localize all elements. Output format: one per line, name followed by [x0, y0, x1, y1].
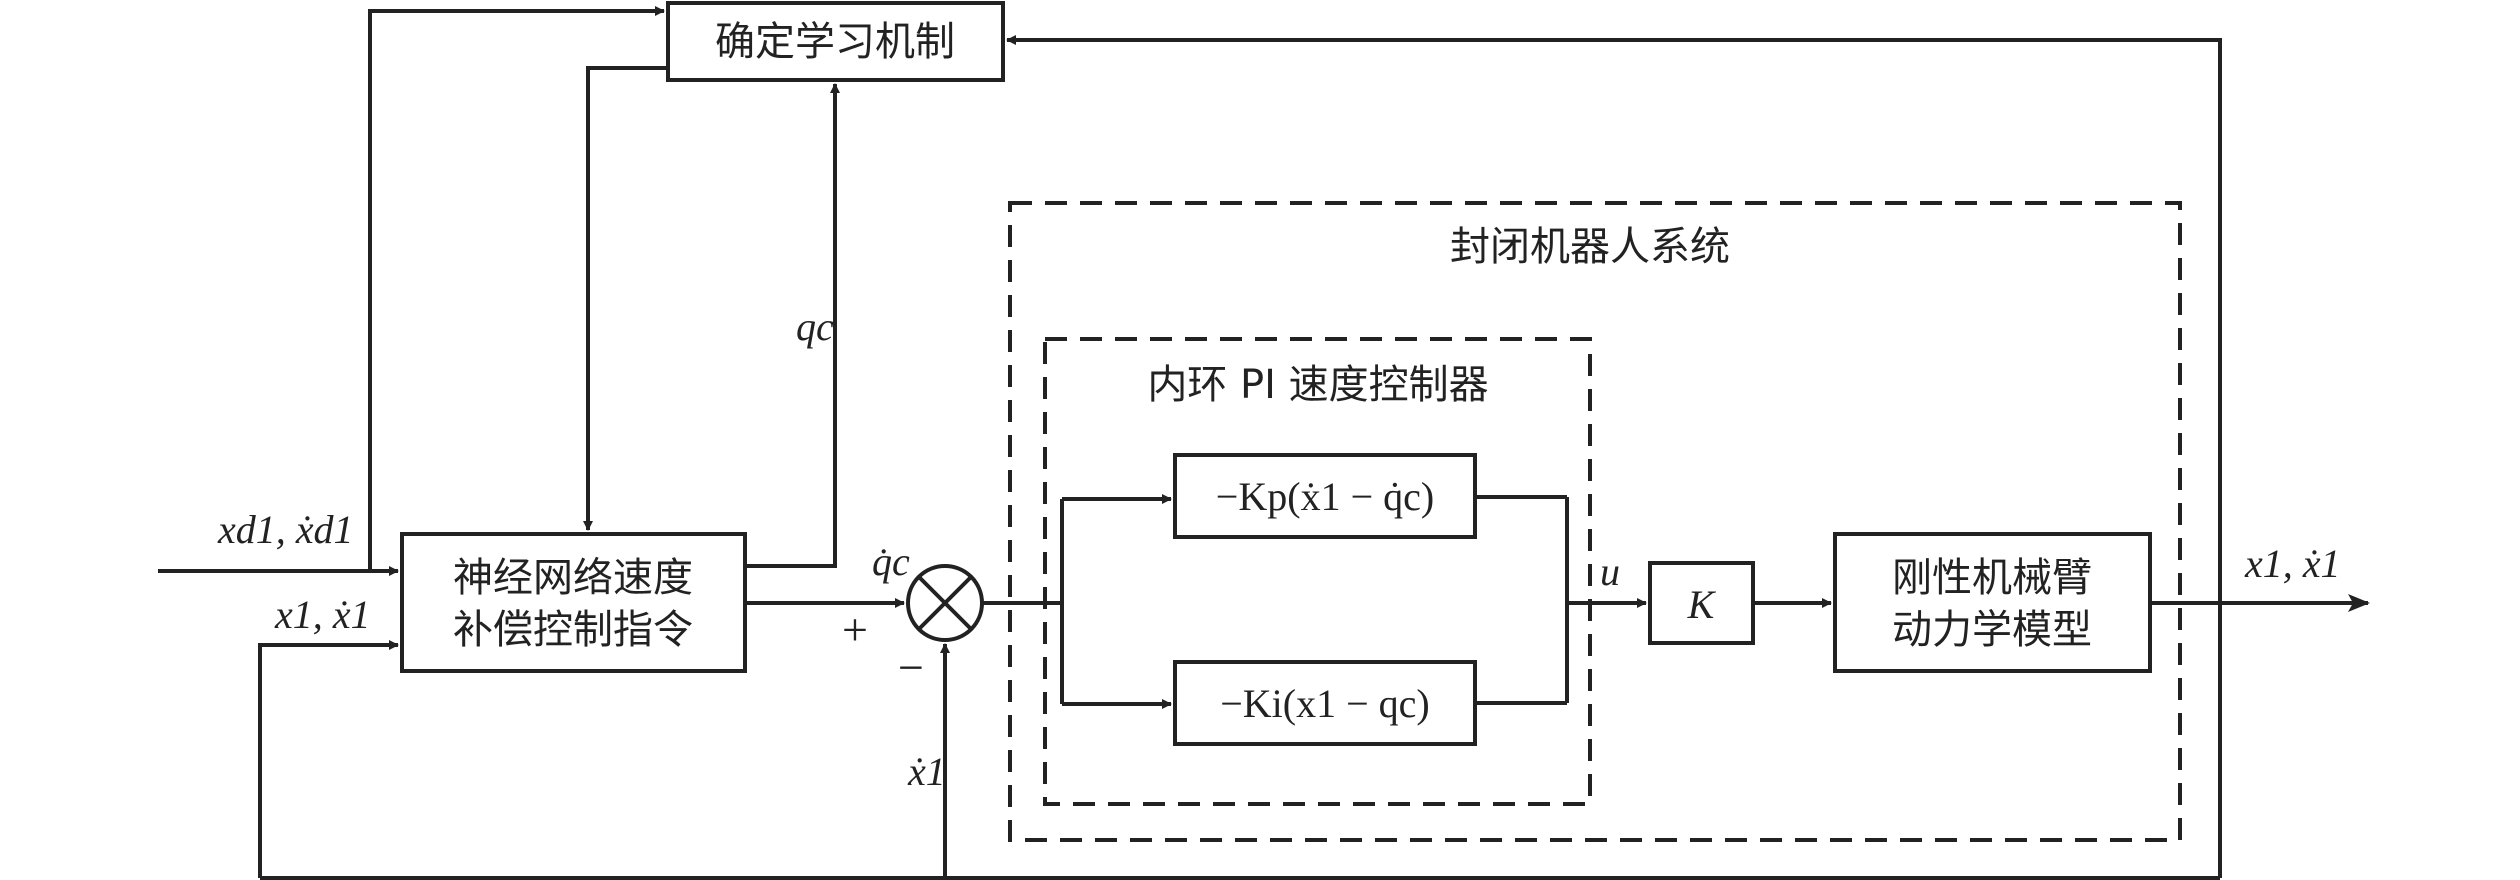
i-term-label: −Ki(x1 − qc) [1220, 681, 1430, 726]
inner-pi-controller-label: 内环 PI 速度控制器 [1147, 362, 1488, 408]
rigid-arm-block [1833, 532, 2152, 673]
minus-sign: − [898, 642, 924, 693]
summing-junction [906, 564, 984, 642]
rigid-arm-label-2: 动力学模型 [1892, 607, 2092, 653]
nn-compensation-block [400, 532, 747, 673]
nn-compensation-label-2: 补偿控制指令 [453, 607, 693, 653]
learning-mechanism-label: 确定学习机制 [715, 19, 955, 65]
gain-label: K [1687, 582, 1717, 627]
plus-sign: + [842, 604, 868, 655]
p-term-label: −Kp(ẋ1 − q̇c) [1216, 474, 1434, 519]
qc-dot-label: q̇c [872, 539, 910, 584]
rigid-arm-label-1: 刚性机械臂 [1892, 555, 2092, 601]
inner-pi-controller-region [1043, 337, 1592, 806]
state-input-label: x1, ẋ1 [274, 592, 371, 637]
output-signal-label: x1, ẋ1 [2244, 541, 2341, 586]
u-label: u [1600, 549, 1620, 594]
desired-signal-label: xd1, ẋd1 [217, 507, 354, 552]
x1-dot-feedback-label: ẋ1 [907, 749, 946, 794]
nn-compensation-label-1: 神经网络速度 [453, 555, 693, 601]
closed-robot-system-label: 封闭机器人系统 [1450, 224, 1730, 270]
closed-robot-system-region [1008, 201, 2182, 842]
gain-block [1648, 561, 1755, 645]
learning-mechanism-block [666, 1, 1005, 82]
signal-lines [158, 6, 2370, 880]
qc-label: qc [796, 304, 834, 349]
